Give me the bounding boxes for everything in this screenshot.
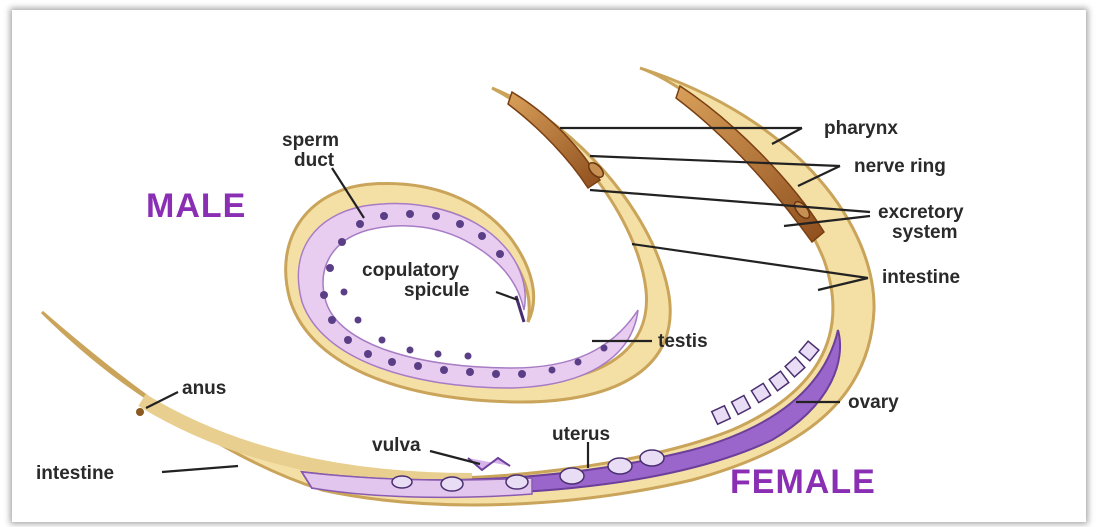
- diagram-frame: MALE FEMALE sperm duct copulatory spicul…: [12, 10, 1086, 522]
- nematode-anatomy-diagram: MALE FEMALE sperm duct copulatory spicul…: [12, 10, 1086, 522]
- female-intestine: [142, 400, 472, 480]
- male-pharynx: [508, 92, 600, 188]
- label-testis: testis: [658, 331, 708, 352]
- label-ovary: ovary: [848, 392, 899, 413]
- label-pharynx: pharynx: [824, 118, 898, 139]
- label-copulatory-line2: spicule: [404, 280, 469, 301]
- female-vulva: [468, 458, 510, 470]
- label-nerve-ring: nerve ring: [854, 156, 946, 177]
- female-anus: [136, 408, 144, 416]
- label-intestine-right: intestine: [882, 267, 960, 288]
- male-worm: [286, 88, 671, 402]
- label-uterus: uterus: [552, 424, 610, 445]
- label-sperm-duct-line1: sperm: [282, 130, 339, 151]
- label-anus: anus: [182, 378, 226, 399]
- label-sperm-duct-line2: duct: [294, 150, 335, 171]
- label-copulatory-line1: copulatory: [362, 260, 460, 281]
- male-title: MALE: [146, 187, 246, 225]
- label-vulva: vulva: [372, 435, 421, 456]
- label-intestine-left: intestine: [36, 463, 114, 484]
- female-title: FEMALE: [730, 463, 876, 501]
- label-excretory-line1: excretory: [878, 202, 964, 223]
- label-excretory-line2: system: [892, 222, 958, 243]
